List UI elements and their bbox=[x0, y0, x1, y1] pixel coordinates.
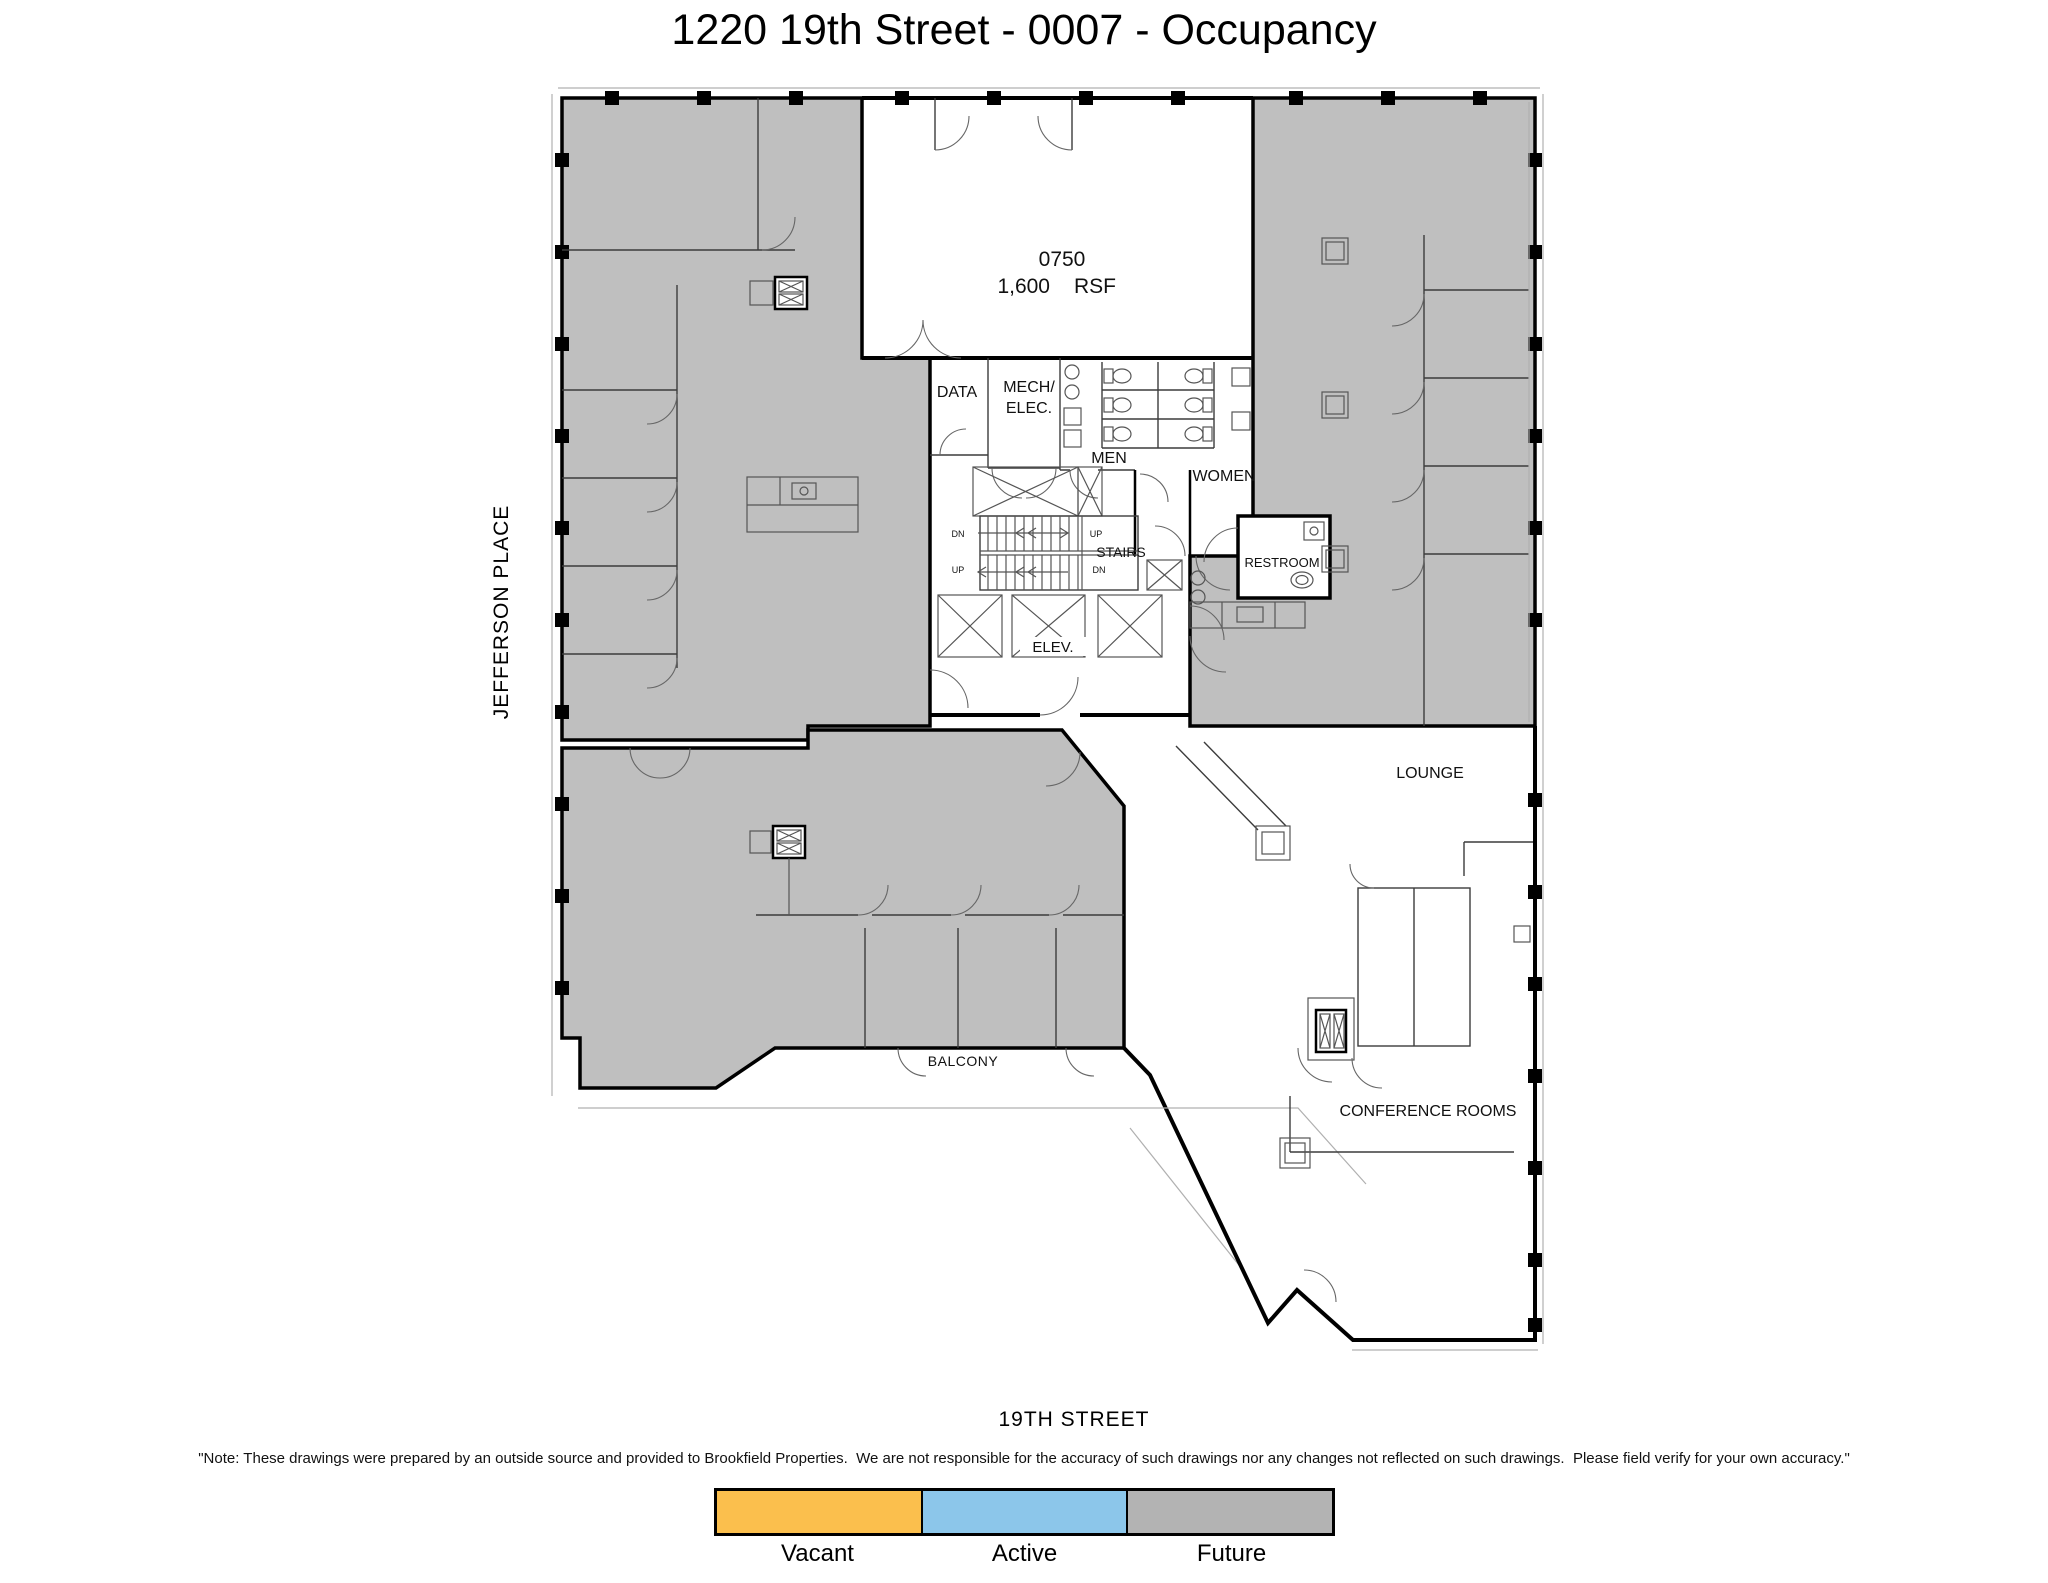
left-wing-interior bbox=[562, 98, 859, 689]
elevator-lobby bbox=[1133, 470, 1192, 557]
room-label-stairs: STAIRS bbox=[1096, 544, 1146, 560]
stair-label-up-upper: UP bbox=[1090, 529, 1103, 539]
stair-label-dn-lower: DN bbox=[1093, 565, 1106, 575]
legend-label-active: Active bbox=[991, 1540, 1058, 1567]
elevators: ELEV. bbox=[937, 559, 1206, 658]
right-wing-interior bbox=[1189, 102, 1530, 726]
area-label-conference-rooms: CONFERENCE ROOMS bbox=[1340, 1103, 1517, 1120]
room-label-men: MEN bbox=[1091, 450, 1127, 467]
lower-block-interior bbox=[629, 747, 1124, 1048]
stairs: DN UP UP DN STAIRS bbox=[952, 515, 1146, 591]
stair-label-dn-upper: DN bbox=[952, 529, 965, 539]
room-label-women: WOMEN bbox=[1192, 468, 1255, 485]
room-label-restroom: RESTROOM bbox=[1244, 555, 1319, 570]
legend-label-future: Future bbox=[1196, 1540, 1267, 1567]
lounge-conference: LOUNGE CONFERENCE ROOMS bbox=[1175, 741, 1533, 1303]
electrical-closet-icon-2 bbox=[749, 824, 807, 915]
toilet-fixtures bbox=[1103, 368, 1213, 442]
street-label-19th-street: 19TH STREET bbox=[998, 1408, 1150, 1431]
outer-walls bbox=[862, 96, 1537, 1342]
area-label-lounge: LOUNGE bbox=[1396, 765, 1464, 782]
future-areas bbox=[560, 96, 1537, 1090]
suite-area: 1,600 bbox=[997, 275, 1050, 298]
suite-area-unit: RSF bbox=[1074, 275, 1116, 298]
room-label-mech-1: MECH/ bbox=[1003, 379, 1055, 396]
room-label-mech-2: ELEC. bbox=[1006, 400, 1052, 417]
conference-shaft-icon bbox=[1307, 997, 1355, 1061]
room-label-data: DATA bbox=[937, 384, 978, 401]
room-data-mech: DATA MECH/ ELEC. bbox=[930, 358, 1061, 499]
area-label-balcony: BALCONY bbox=[928, 1053, 999, 1069]
legend-swatch-future bbox=[1126, 1491, 1333, 1533]
suite-0750: 0750 1,600 RSF bbox=[884, 98, 1116, 359]
disclaimer-note: "Note: These drawings were prepared by a… bbox=[198, 1450, 1850, 1467]
core: DATA MECH/ ELEC. bbox=[929, 358, 1256, 716]
sink-fixtures bbox=[1063, 364, 1251, 448]
exterior-context-lines bbox=[551, 87, 1544, 1351]
legend-labels: Vacant Active Future bbox=[714, 1540, 1335, 1568]
area-lower-block bbox=[560, 728, 1126, 1090]
balcony: BALCONY bbox=[578, 1047, 1367, 1185]
legend-swatch-active bbox=[920, 1491, 1127, 1533]
electrical-closet-icon bbox=[749, 275, 809, 311]
stair-label-up-lower: UP bbox=[952, 565, 965, 575]
suite-number: 0750 bbox=[1039, 248, 1086, 271]
area-left-wing bbox=[560, 96, 932, 742]
page-title: 1220 19th Street - 0007 - Occupancy bbox=[671, 6, 1377, 54]
room-label-elev: ELEV. bbox=[1032, 639, 1073, 656]
legend-label-vacant: Vacant bbox=[781, 1540, 854, 1567]
window-mullions bbox=[555, 91, 1542, 1332]
legend-swatch-vacant bbox=[717, 1491, 921, 1533]
room-restroom: RESTROOM bbox=[1189, 514, 1332, 641]
occupancy-legend bbox=[714, 1488, 1335, 1536]
